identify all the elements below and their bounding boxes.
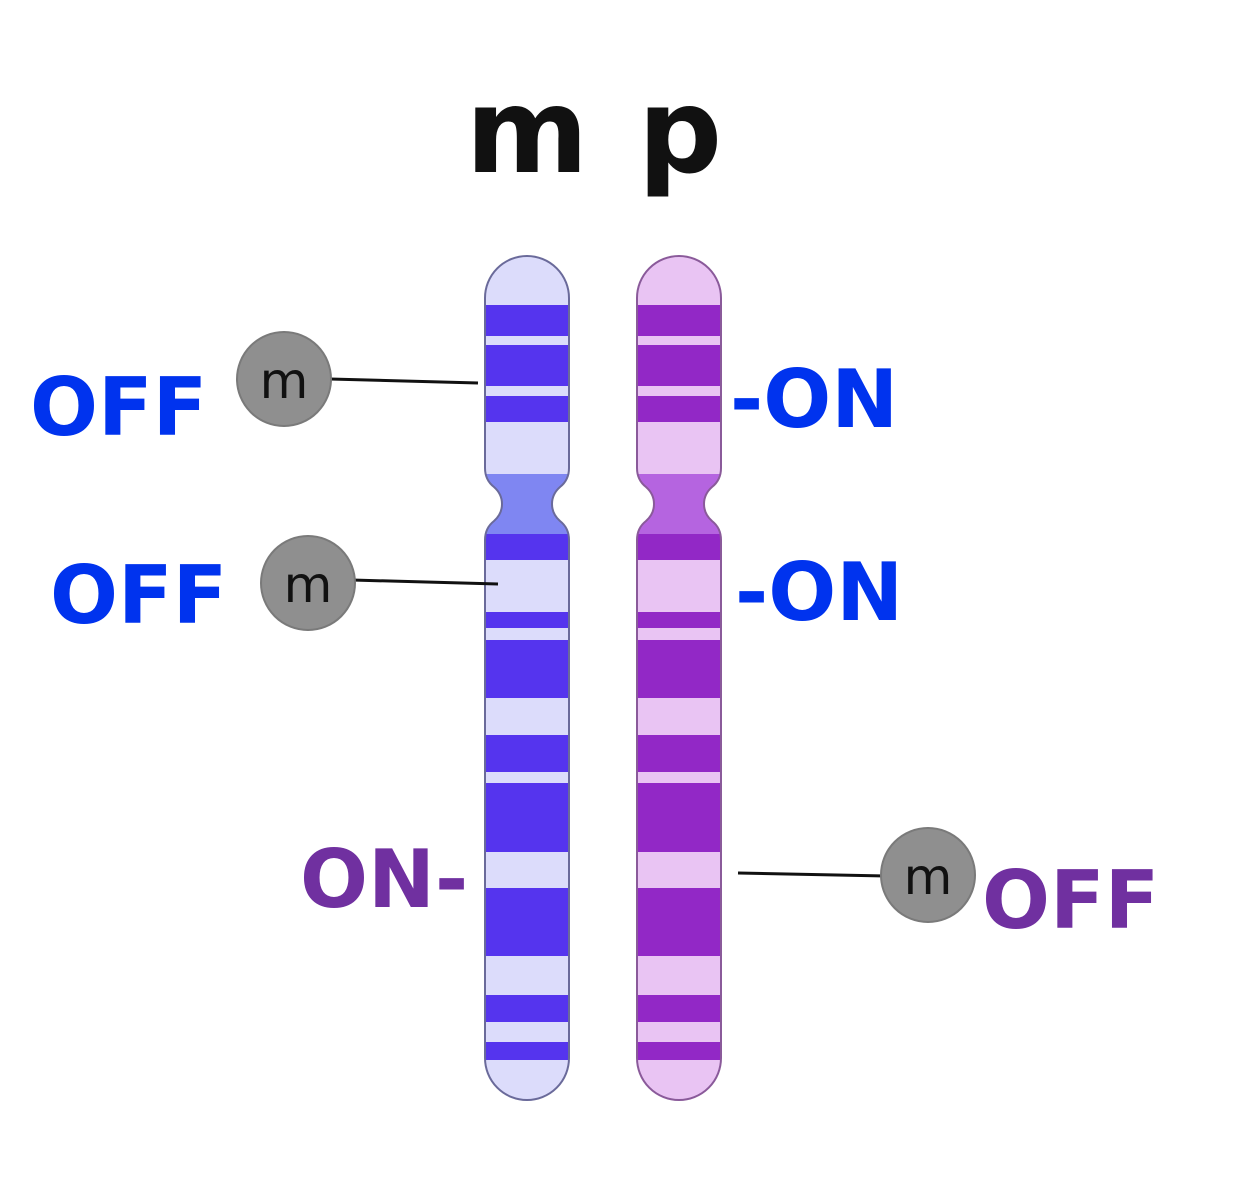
chromosome-band — [637, 1042, 721, 1060]
methyl-mark: m — [260, 535, 356, 631]
chromosome-band — [637, 612, 721, 628]
chromosome-band — [637, 735, 721, 772]
chromosome-band — [637, 995, 721, 1022]
chromosome-band — [485, 1042, 569, 1060]
svg-text:m: m — [904, 848, 953, 906]
paternal-chromosome — [636, 255, 722, 1101]
chromosome-band — [485, 396, 569, 422]
chromosome-band — [485, 888, 569, 956]
chromosome-band — [485, 612, 569, 628]
maternal-chromosome-bands — [485, 256, 569, 1100]
chromosome-band — [637, 640, 721, 698]
methyl-connector-line — [329, 377, 479, 385]
chromosome-band — [637, 534, 721, 560]
centromere — [485, 474, 569, 534]
chromosome-band — [637, 783, 721, 852]
state-label-off: OFF — [30, 361, 207, 454]
chromosome-band — [637, 345, 721, 386]
maternal-header: m — [466, 62, 589, 200]
state-label-on: -ON — [730, 353, 898, 446]
chromosome-band — [485, 305, 569, 336]
chromosome-band — [637, 305, 721, 336]
maternal-chromosome — [484, 255, 570, 1101]
methyl-connector-line — [737, 871, 887, 878]
paternal-header: p — [638, 62, 722, 200]
state-label-on: -ON — [735, 546, 903, 639]
svg-text:m: m — [260, 352, 309, 410]
state-label-off: OFF — [982, 854, 1159, 947]
chromosome-band — [637, 396, 721, 422]
chromosome-band — [485, 345, 569, 386]
chromosome-band — [485, 995, 569, 1022]
state-label-on: ON- — [300, 833, 468, 926]
methyl-connector-line — [351, 578, 499, 586]
methyl-mark: m — [880, 827, 976, 923]
chromosome-band — [485, 783, 569, 852]
state-label-off: OFF — [50, 549, 227, 642]
chromosome-band — [485, 534, 569, 560]
methyl-mark: m — [236, 331, 332, 427]
paternal-chromosome-bands — [637, 256, 721, 1100]
chromosome-band — [485, 735, 569, 772]
chromosome-band — [637, 888, 721, 956]
chromosome-band — [485, 640, 569, 698]
centromere — [637, 474, 721, 534]
svg-text:m: m — [284, 556, 333, 614]
